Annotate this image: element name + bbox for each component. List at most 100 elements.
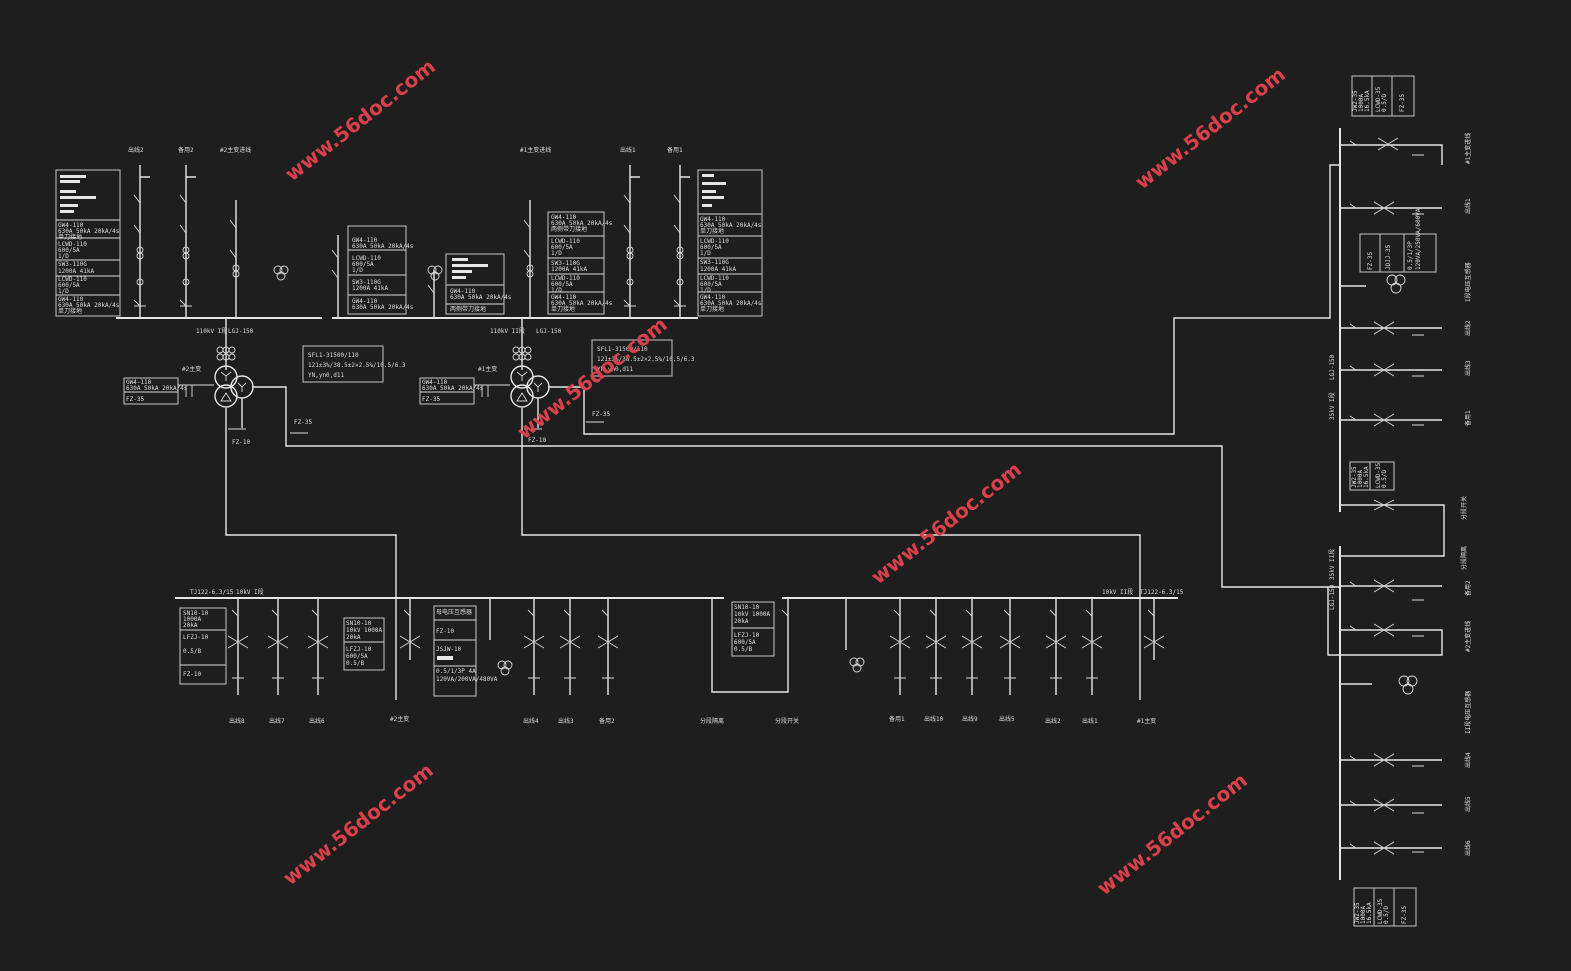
eq-text: 121±3%/38.5±2×2.5%/10.5/6.3 [308, 362, 406, 369]
watermark-5: www.56doc.com [278, 758, 437, 890]
eq-text: 0.5/1/3P 4A [436, 668, 476, 675]
eq-text: JW2-35 [1352, 90, 1359, 112]
eq-text: LCWD-35 [1377, 898, 1384, 924]
eq-text: 600/5A [352, 261, 374, 268]
eq-text: FZ-10 [183, 671, 201, 678]
eq-text: 120VA/250VA/600VA [1415, 208, 1422, 270]
eq-text: GW4-110 [700, 294, 726, 301]
eq-text: SN10-10 [346, 620, 372, 627]
eq-text: 16.5kA [1366, 902, 1373, 924]
eq-text: 35kV I段 [1328, 392, 1336, 420]
eq-text: YN,yn0,d11 [597, 366, 634, 373]
transformer-t1: #1主变 GW4-110 630A 50kA 20kA/4s FZ-35 SFL… [419, 164, 1340, 700]
feeder-label-spare1: 备用1 [667, 146, 683, 154]
eq-text: JSJW-10 [436, 646, 462, 653]
lv-feeder-label: 分段隔离 [700, 717, 724, 725]
eq-text: SW3-110G [551, 260, 580, 267]
eq-text: JW2-35 [1354, 902, 1361, 924]
eq-text: 16.5kA [1363, 466, 1370, 488]
eq-text: GW4-110 [126, 379, 152, 386]
lv-busbar-type-right: TJ122-6.3/15 [1140, 589, 1184, 596]
eq-text: GW4-110 [58, 222, 84, 229]
eq-text: LCWD-110 [58, 241, 87, 248]
eq-text: 1000A [183, 616, 201, 623]
eq-text: 20kA [346, 634, 361, 641]
lv-tie-equipment-table: SN10-10 10kV 1000A 20kA LFZJ-10 600/5A 0… [731, 601, 775, 657]
eq-text: GW4-110 [352, 237, 378, 244]
eq-text: 1/D [352, 267, 363, 274]
eq-text: 0.5/D [1381, 470, 1388, 488]
eq-text: LGJ-150 [1329, 584, 1336, 610]
feeder-label-out2: 出线2 [128, 146, 144, 154]
lv-incoming-equipment-table: SN10-10 10kV 1000A 20kA LFZJ-10 600/5A 0… [343, 617, 385, 671]
eq-text: 20kA [734, 618, 749, 625]
eq-text: 1/D [58, 288, 69, 295]
lv-busbar-type-left: TJ122-6.3/15 [190, 589, 234, 596]
eq-text: GW4-110 [352, 298, 378, 305]
eq-text: FZ-35 [1399, 94, 1406, 112]
eq-text: 630A 50kA 20kA/4s [700, 300, 762, 307]
watermark-2: www.56doc.com [1130, 62, 1289, 194]
mv-feeder-label: II段电压互感器 [1464, 691, 1472, 734]
eq-text: 600/5A [346, 653, 368, 660]
eq-text: 两侧带刀接地 [551, 225, 587, 233]
lv-feeder-label: 出线6 [309, 717, 325, 725]
eq-text: 0.5/D [1383, 906, 1390, 924]
lv-feeder-labels: 出线8 出线7 出线6 #2主变 出线4 出线3 备用2 分段隔离 分段开关 备… [229, 715, 1156, 725]
lv-feeder-label: 出线1 [1082, 717, 1098, 725]
lv-feeder-label: 出线5 [999, 715, 1015, 723]
eq-text: LFZJ-10 [183, 634, 209, 641]
eq-text: JW2-35 [1351, 466, 1358, 488]
t2-label: #2主变 [182, 365, 201, 373]
hv-switchgear-symbols [133, 194, 686, 307]
eq-text: 1200A 41kA [352, 285, 389, 292]
lv-10kv-section: TJ122-6.3/15 10kV I段 10kV II段 TJ122-6.3/… [175, 588, 1184, 725]
hv-bus-right-label: 110kV II段 [490, 327, 525, 335]
eq-text: 10kV 1000A [346, 627, 383, 634]
hv-feeder-bays [139, 165, 690, 318]
eq-text: 630A 50kA 20kA/4s [422, 385, 484, 392]
eq-text: 600/5A [700, 244, 722, 251]
mv-feeder-labels: #1主变进线 出线1 I段电压互感器 出线2 出线3 备用1 分段开关 分段隔离… [1460, 133, 1472, 856]
mv-feeder-label: #2主变进线 [1464, 621, 1472, 652]
eq-text: LGJ-150 [1329, 354, 1336, 380]
mv-bottom-equipment-table: JW2-35 1000A 16.5kA LCWD-35 0.5/D FZ-35 [1353, 887, 1417, 927]
mv-bus-1-labels: LGJ-150 35kV I段 [1328, 354, 1336, 420]
eq-text: GW4-110 [450, 288, 476, 295]
t2-mv-arrester: FZ-35 [294, 419, 312, 426]
eq-text: 600/5A [700, 281, 722, 288]
eq-text: LFZJ-10 [346, 646, 372, 653]
lv-feeder-label: 分段开关 [775, 717, 799, 725]
mv-feeder-label: 出线5 [1464, 796, 1472, 812]
eq-text: 单刀接地 [700, 305, 724, 313]
eq-text: SFL1-31500/110 [597, 346, 648, 353]
eq-text: GW4-110 [422, 379, 448, 386]
lv-feeder-label: 出线7 [269, 717, 285, 725]
feeder-label-spare2: 备用2 [178, 146, 194, 154]
mv-feeder-label: 分段隔离 [1460, 546, 1468, 570]
lv-feeder-label: 备用2 [599, 717, 615, 725]
eq-text: 1200A 41kA [58, 268, 95, 275]
eq-text: 1/D [700, 287, 711, 294]
mv-feeder-label: 分段开关 [1460, 496, 1468, 520]
mv-feeder-label: #1主变进线 [1464, 133, 1472, 164]
lv-feeder-label: 备用1 [889, 715, 905, 723]
lv-pt-equipment-table: 母电压互感器 FZ-10 JSJW-10 0.5/1/3P 4A 120VA/2… [433, 605, 498, 697]
eq-text: 两侧带刀接地 [450, 305, 486, 313]
eq-text: 1/D [551, 250, 562, 257]
eq-text: GW4-110 [58, 296, 84, 303]
mv-feeder-label: 出线2 [1464, 320, 1472, 336]
eq-text: GW4-110 [551, 294, 577, 301]
t1-lv-arrester: FZ-10 [528, 437, 546, 444]
eq-text: 0.5/B [346, 660, 364, 667]
eq-text: SW3-110G [58, 261, 87, 268]
eq-text: 单刀接地 [58, 233, 82, 241]
eq-text: FZ-35 [1367, 252, 1374, 270]
eq-text: LFZJ-10 [734, 632, 760, 639]
watermark-6: www.56doc.com [1092, 768, 1251, 900]
mv-top-equipment-table: JW2-35 1000A 16.5kA LCWD-35 0.5/D FZ-35 [1351, 75, 1415, 117]
mv-feeder-label: 出线3 [1464, 360, 1472, 376]
eq-text: 600/5A [734, 639, 756, 646]
mv-feeder-label: I段电压互感器 [1464, 262, 1472, 302]
